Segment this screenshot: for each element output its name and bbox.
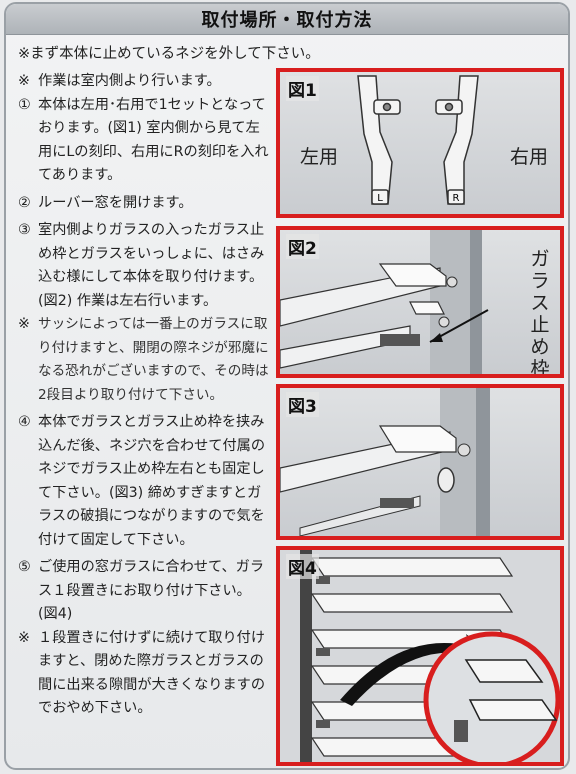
instruction-item: ③ 室内側よりガラスの入ったガラス止め枠とガラスをいっしょに、はさみ込む様にして… [18, 219, 270, 313]
item-text: 室内側よりガラスの入ったガラス止め枠とガラスをいっしょに、はさみ込む様にして本体… [38, 222, 265, 309]
item-marker: ④ [18, 414, 31, 430]
alternate-pane-illustration [280, 550, 560, 762]
instruction-item: ② ルーバー窓を開けます。 [18, 192, 270, 216]
instruction-item: ※ 作業は室内側より行います。 [18, 70, 270, 94]
instruction-item: ※ １段置きに付けずに続けて取り付けますと、閉めた際ガラスとガラスの間に出来る隙… [18, 627, 270, 721]
figure-3: 図3 [276, 384, 564, 540]
item-marker: ※ [18, 629, 30, 646]
item-marker: ※ [18, 316, 30, 332]
instruction-list: ※ 作業は室内側より行います。 ① 本体は左用･右用で1セットとなっております。… [18, 70, 270, 721]
page-title: 取付場所・取付方法 [201, 10, 373, 31]
item-marker: ② [18, 194, 31, 211]
instruction-item: ① 本体は左用･右用で1セットとなっております。(図1) 室内側から見て左用にL… [18, 94, 270, 188]
figure-label: 図2 [286, 234, 319, 259]
item-marker: ⑤ [18, 559, 31, 575]
bracket-pair-illustration: L R [357, 75, 479, 205]
instruction-card: 取付場所・取付方法 ※まず本体に止めているネジを外して下さい。 ※ 作業は室内側… [4, 2, 570, 770]
item-marker: ※ [18, 73, 30, 89]
figure-4: 図4 [276, 546, 564, 766]
item-text: 本体でガラスとガラス止め枠を挟み込んだ後、ネジ穴を合わせて付属のネジでガラス止め… [38, 414, 266, 548]
instruction-item: ※ サッシによっては一番上のガラスに取り付けますと、開閉の際ネジが邪魔になる恐れ… [18, 313, 270, 407]
intro-note: ※まず本体に止めているネジを外して下さい。 [18, 46, 320, 62]
right-stamp: R [453, 193, 460, 204]
item-marker: ③ [18, 222, 31, 238]
clamp-installation-illustration [280, 230, 489, 374]
title-bar: 取付場所・取付方法 [6, 4, 568, 35]
figure-1: L R 図1 左用 右用 [276, 68, 564, 218]
left-stamp: L [377, 193, 383, 204]
item-text: ルーバー窓を開けます。 [38, 194, 193, 211]
left-use-label: 左用 [300, 146, 339, 168]
right-use-label: 右用 [509, 146, 548, 168]
figure-label: 図4 [286, 554, 319, 579]
item-text: 作業は室内側より行います。 [38, 73, 221, 89]
glass-frame-callout: ガラス止め枠 [530, 248, 550, 378]
item-text: ご使用の窓ガラスに合わせて、ガラス１段置きにお取り付け下さい。(図4) [38, 559, 265, 622]
item-text: １段置きに付けずに続けて取り付けますと、閉めた際ガラスとガラスの間に出来る隙間が… [38, 629, 266, 717]
figure-2: 図2 ガラス止め枠 [276, 226, 564, 378]
screw-fixing-illustration [280, 388, 490, 536]
item-text: 本体は左用･右用で1セットとなっております。(図1) 室内側から見て左用にLの刻… [38, 96, 269, 184]
figure-label: 図3 [286, 392, 319, 417]
item-marker: ① [18, 96, 31, 113]
figure-label: 図1 [286, 76, 319, 101]
instruction-item: ④ 本体でガラスとガラス止め枠を挟み込んだ後、ネジ穴を合わせて付属のネジでガラス… [18, 411, 270, 552]
instruction-item: ⑤ ご使用の窓ガラスに合わせて、ガラス１段置きにお取り付け下さい。(図4) [18, 556, 270, 627]
item-text: サッシによっては一番上のガラスに取り付けますと、開閉の際ネジが邪魔になる恐れがご… [38, 316, 269, 403]
